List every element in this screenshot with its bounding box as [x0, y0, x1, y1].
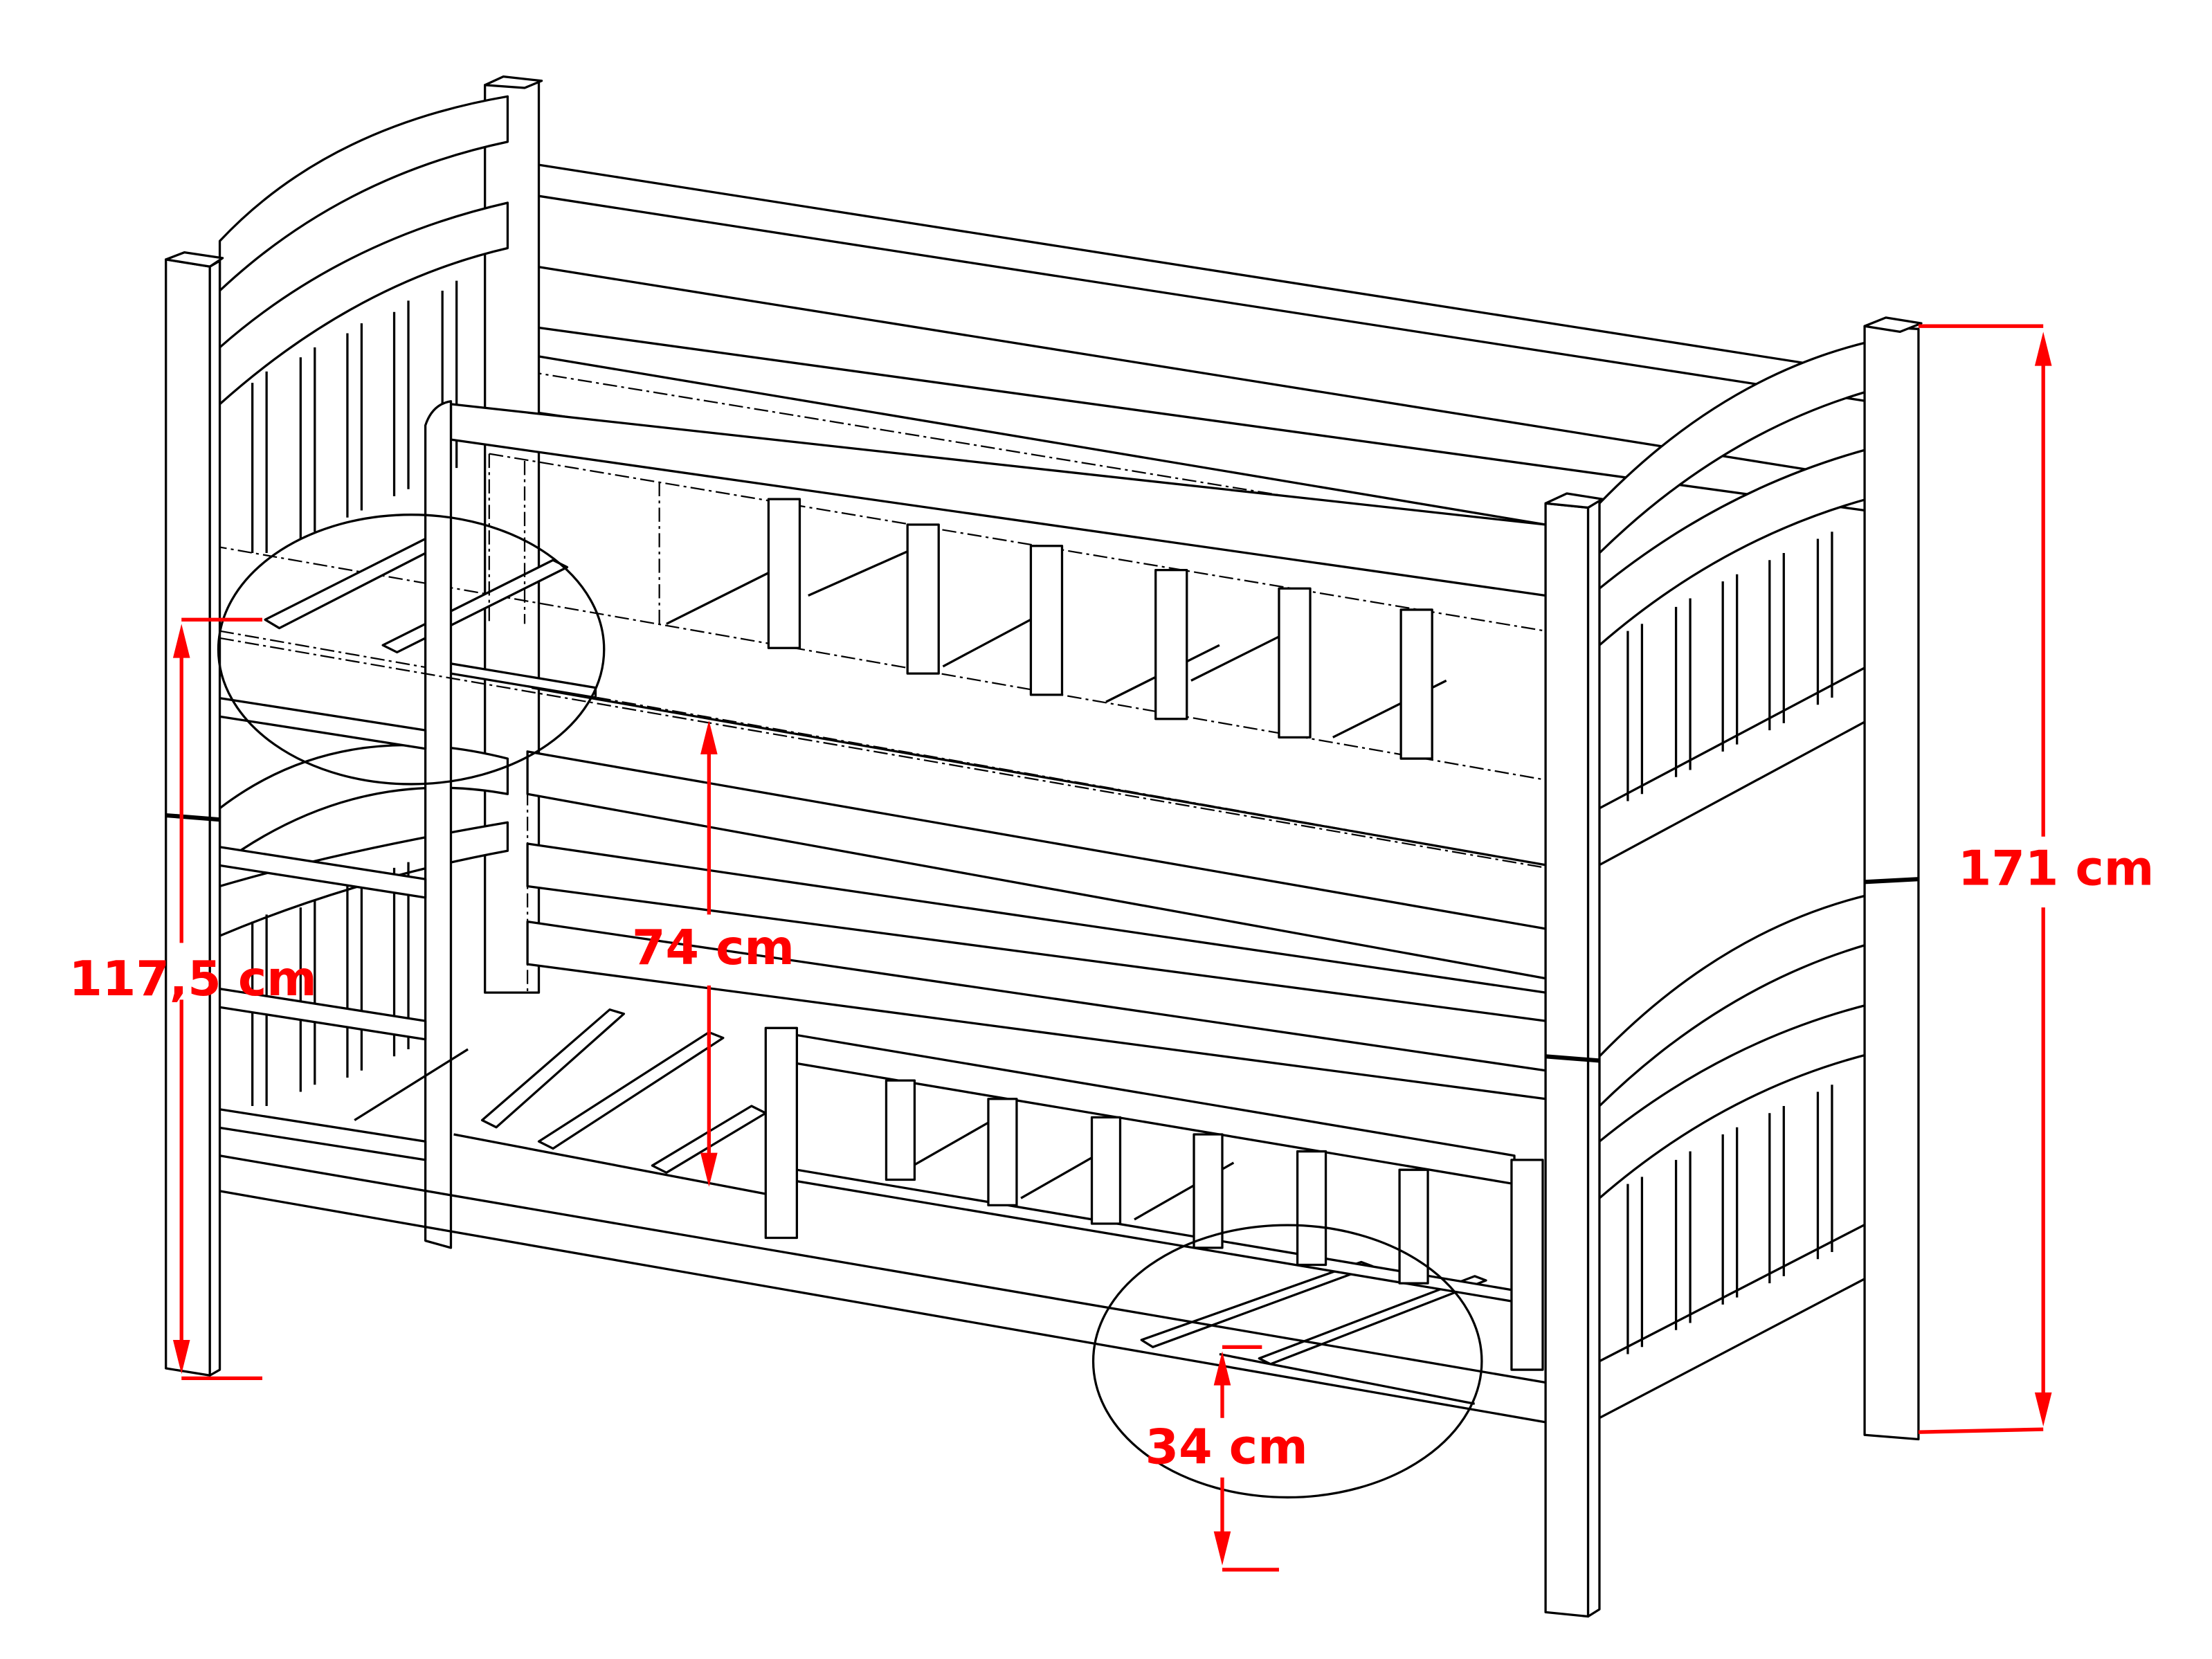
dimension-slat-height: 34 cm — [1145, 1345, 1308, 1572]
dimension-label-117-5: 117,5 cm — [69, 951, 316, 1007]
front-left-post — [165, 251, 224, 1377]
dimension-label-74: 74 cm — [632, 920, 795, 976]
dimension-bunk-gap: 74 cm — [632, 720, 795, 1187]
dimension-label-171: 171 cm — [1958, 840, 2154, 896]
lower-front-base-rail — [219, 1154, 1546, 1424]
dimension-label-34: 34 cm — [1145, 1419, 1308, 1475]
dimension-total-height: 171 cm — [1918, 324, 2154, 1434]
upper-front-guard — [424, 400, 1547, 1249]
back-right-post — [1863, 316, 1923, 1441]
upper-front-rail — [219, 637, 1546, 869]
detail-circle-upper-slats — [217, 514, 606, 786]
dimension-lower-height: 117,5 cm — [69, 617, 317, 1381]
detail-circle-lower-slats — [1091, 1224, 1483, 1499]
front-right-post — [1544, 492, 1604, 1618]
lower-back-rails — [526, 750, 1547, 1100]
right-headboard — [1598, 336, 1890, 1420]
lower-front-guard — [764, 1026, 1544, 1371]
upper-slats — [212, 453, 1546, 866]
